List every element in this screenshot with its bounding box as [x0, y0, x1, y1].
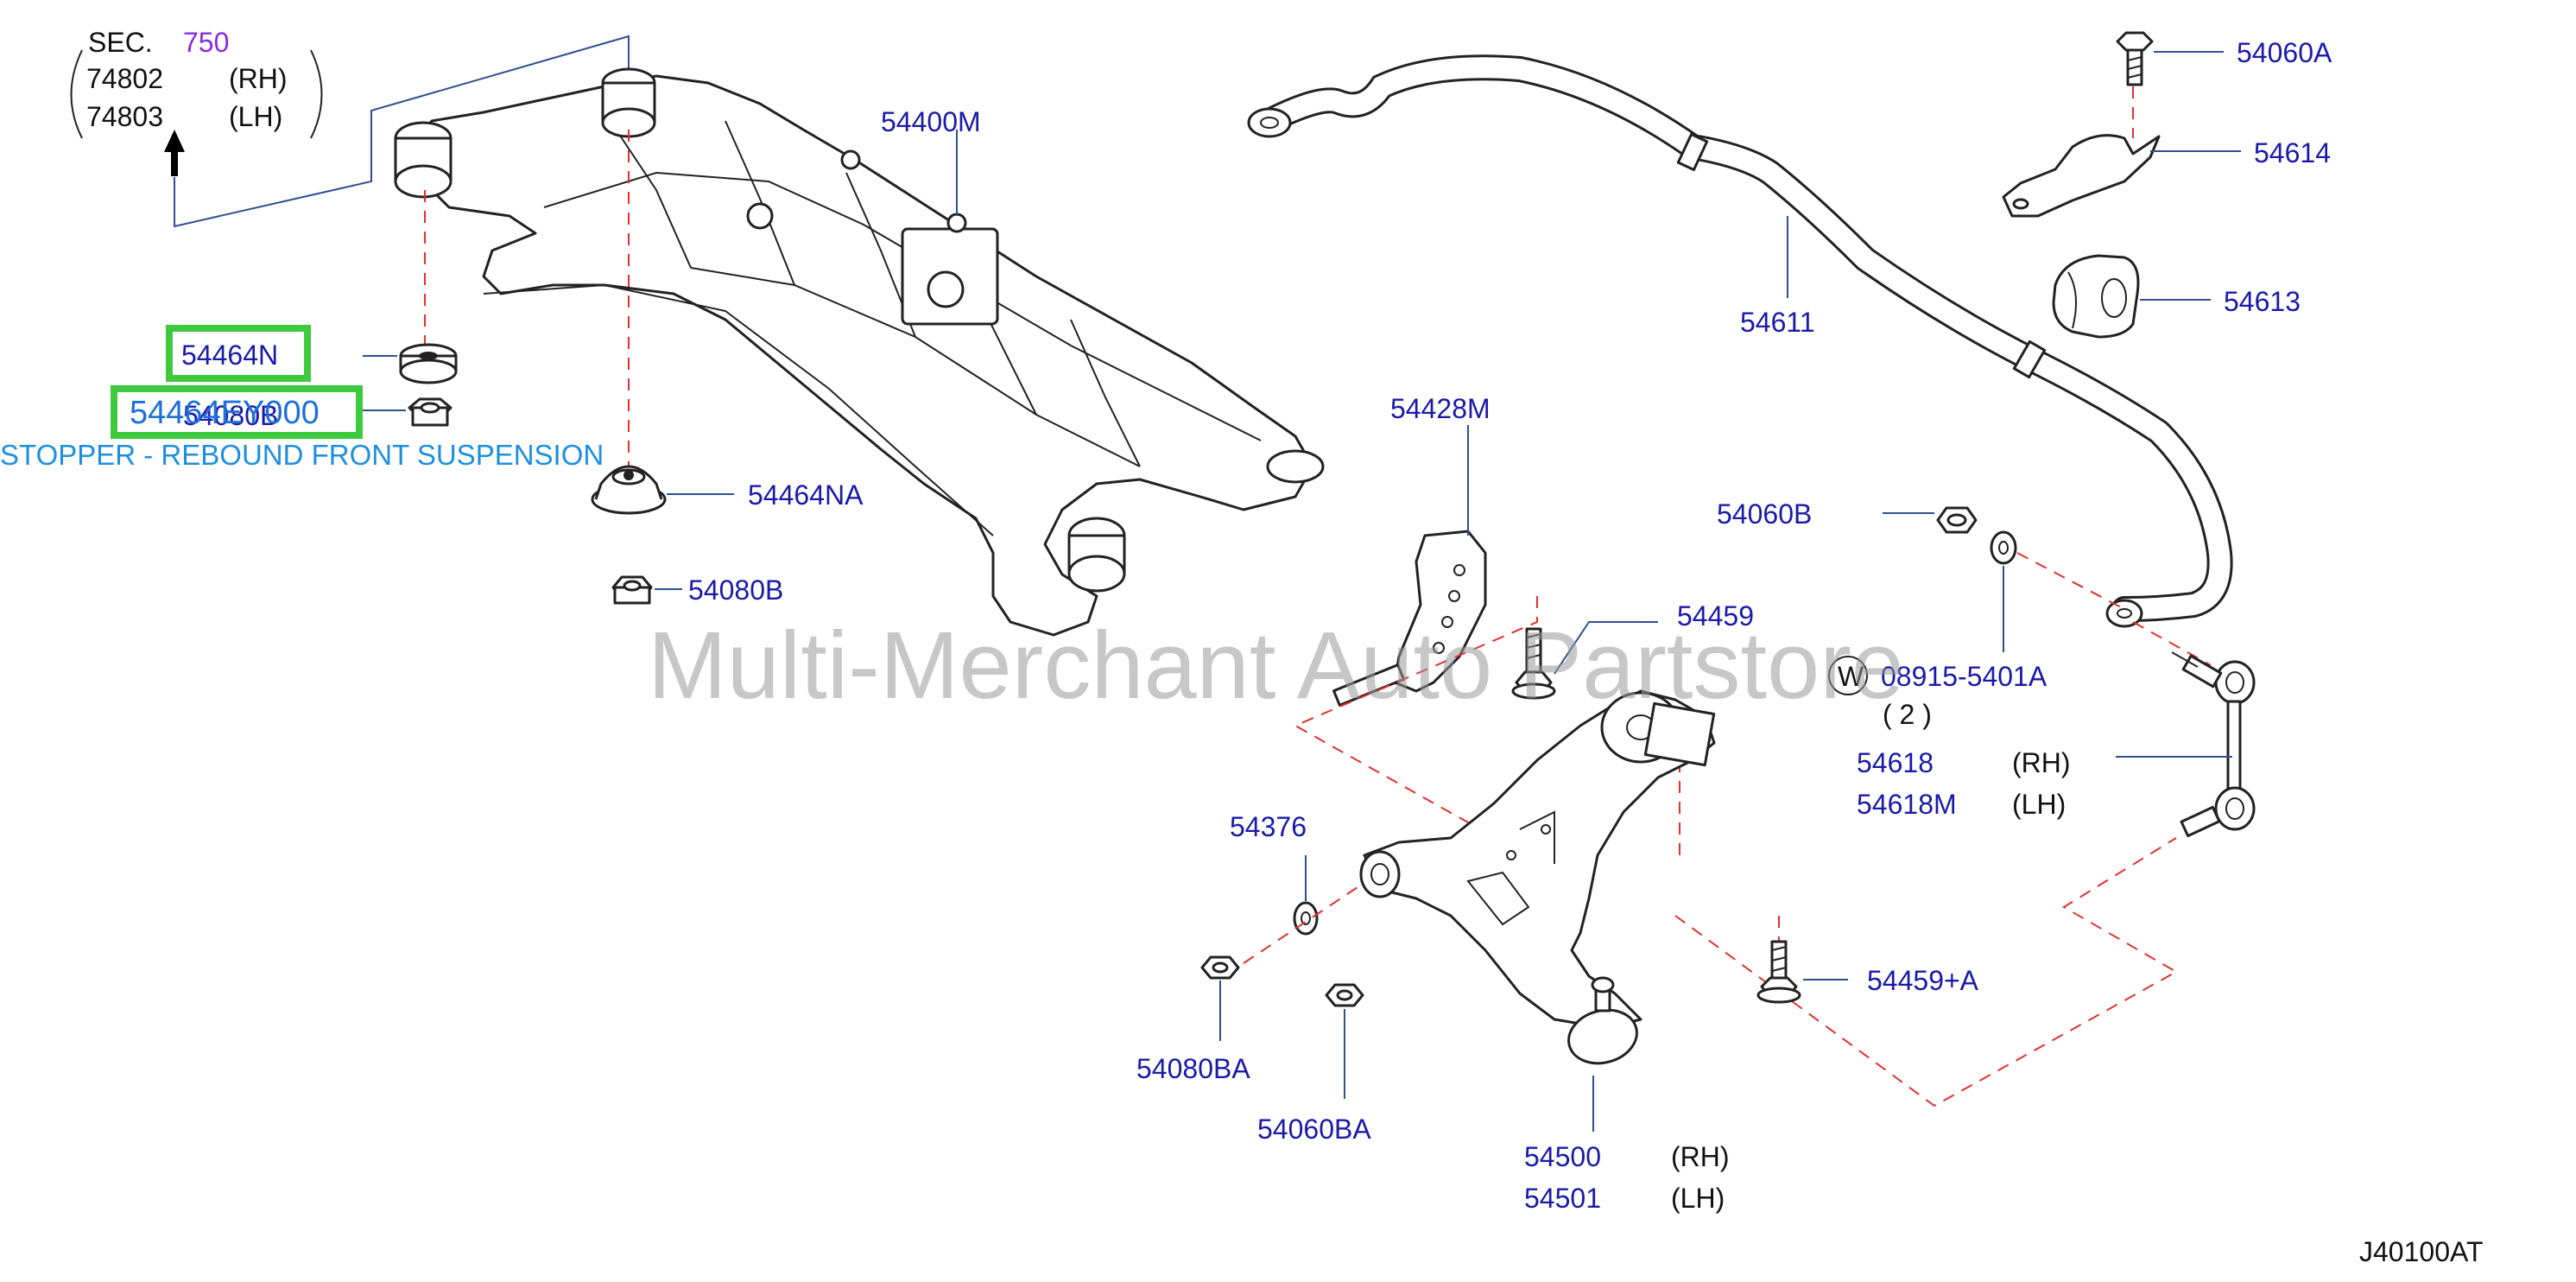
- nut-54060b: [1936, 506, 1978, 534]
- sec-lh-part: 74803: [86, 101, 163, 132]
- label-54080b-lower[interactable]: 54080B: [688, 574, 783, 606]
- label-54611[interactable]: 54611: [1740, 307, 1815, 338]
- section-reference: SEC. 750 74802 (RH) 74803 (LH): [70, 27, 630, 228]
- label-qty: ( 2 ): [1883, 699, 1932, 730]
- label-54459a[interactable]: 54459+A: [1867, 965, 1979, 996]
- nut-54080b-lower: [611, 575, 653, 605]
- label-54501-side: (LH): [1671, 1183, 1725, 1214]
- nut-54060ba: [1325, 983, 1364, 1007]
- label-54500[interactable]: 54500: [1524, 1141, 1601, 1172]
- left-bracket: [70, 49, 83, 139]
- highlight-box-54464n: [166, 325, 311, 382]
- lower-arm: [1359, 689, 1716, 1065]
- label-54060ba[interactable]: 54060BA: [1257, 1114, 1371, 1145]
- sec-label: SEC.: [88, 27, 153, 58]
- part-tooltip: STOPPER - REBOUND FRONT SUSPENSION: [0, 439, 604, 471]
- right-bracket: [310, 49, 323, 139]
- stabilizer-link: [2171, 651, 2256, 838]
- label-54501[interactable]: 54501: [1524, 1183, 1601, 1214]
- sec-rh-part: 74802: [86, 63, 163, 94]
- dash-bar-link: [2132, 621, 2212, 666]
- stopper-54464n: [399, 343, 458, 384]
- leader-54459: [1554, 621, 1658, 675]
- diagram-code: J40100AT: [2359, 1236, 2484, 1267]
- label-54464na[interactable]: 54464NA: [748, 479, 864, 511]
- label-54080b-overlay[interactable]: 54080B: [183, 400, 278, 431]
- selected-part-number[interactable]: 54464EY000: [130, 395, 320, 431]
- bushing-54613: [2052, 254, 2140, 339]
- arrow-shaft: [171, 150, 178, 176]
- label-54060a[interactable]: 54060A: [2237, 37, 2332, 68]
- sec-lh-side: (LH): [229, 101, 282, 132]
- stopper-54464na: [591, 465, 667, 515]
- sec-rh-side: (RH): [229, 63, 288, 94]
- stabilizer-bar: [1247, 54, 2233, 628]
- label-54459[interactable]: 54459: [1677, 600, 1754, 631]
- label-54080ba[interactable]: 54080BA: [1136, 1053, 1250, 1084]
- label-w: W: [1838, 661, 1864, 692]
- label-54618-side: (RH): [2012, 747, 2071, 778]
- dash-54376: [1243, 885, 1361, 964]
- label-54613[interactable]: 54613: [2224, 286, 2301, 317]
- label-54618[interactable]: 54618: [1857, 747, 1934, 778]
- label-54376[interactable]: 54376: [1230, 811, 1307, 842]
- dash-arm-lower: [1674, 837, 2179, 1107]
- bolt-54060a: [2116, 31, 2154, 86]
- label-54500-side: (RH): [1671, 1141, 1730, 1172]
- up-arrow-icon: [164, 130, 185, 152]
- bolt-54459: [1511, 627, 1556, 700]
- label-54618m-side: (LH): [2012, 789, 2066, 820]
- clamp-54614: [2002, 134, 2161, 218]
- label-54428m[interactable]: 54428M: [1390, 393, 1491, 424]
- label-54464n[interactable]: 54464N: [181, 340, 278, 371]
- washer-w-icon: [1828, 656, 1868, 695]
- sec-number[interactable]: 750: [183, 27, 229, 58]
- sec-leader-line: [174, 35, 630, 228]
- label-54614[interactable]: 54614: [2254, 137, 2331, 168]
- bracket-54428m: [1332, 530, 1487, 707]
- label-54060b[interactable]: 54060B: [1717, 498, 1812, 530]
- label-08915[interactable]: 08915-5401A: [1881, 661, 2048, 692]
- crossmember-drawing: [394, 67, 1325, 637]
- watermark: Multi-Merchant Auto Partstore: [648, 612, 1904, 719]
- highlight-box-selected: [111, 385, 363, 439]
- bolt-54459a: [1756, 940, 1801, 1004]
- dash-washer-bar: [2016, 552, 2125, 610]
- nut-54080b-upper: [408, 397, 453, 427]
- nut-54080ba: [1200, 955, 1240, 980]
- label-54618m[interactable]: 54618M: [1857, 789, 1957, 820]
- label-54400m[interactable]: 54400M: [881, 106, 981, 137]
